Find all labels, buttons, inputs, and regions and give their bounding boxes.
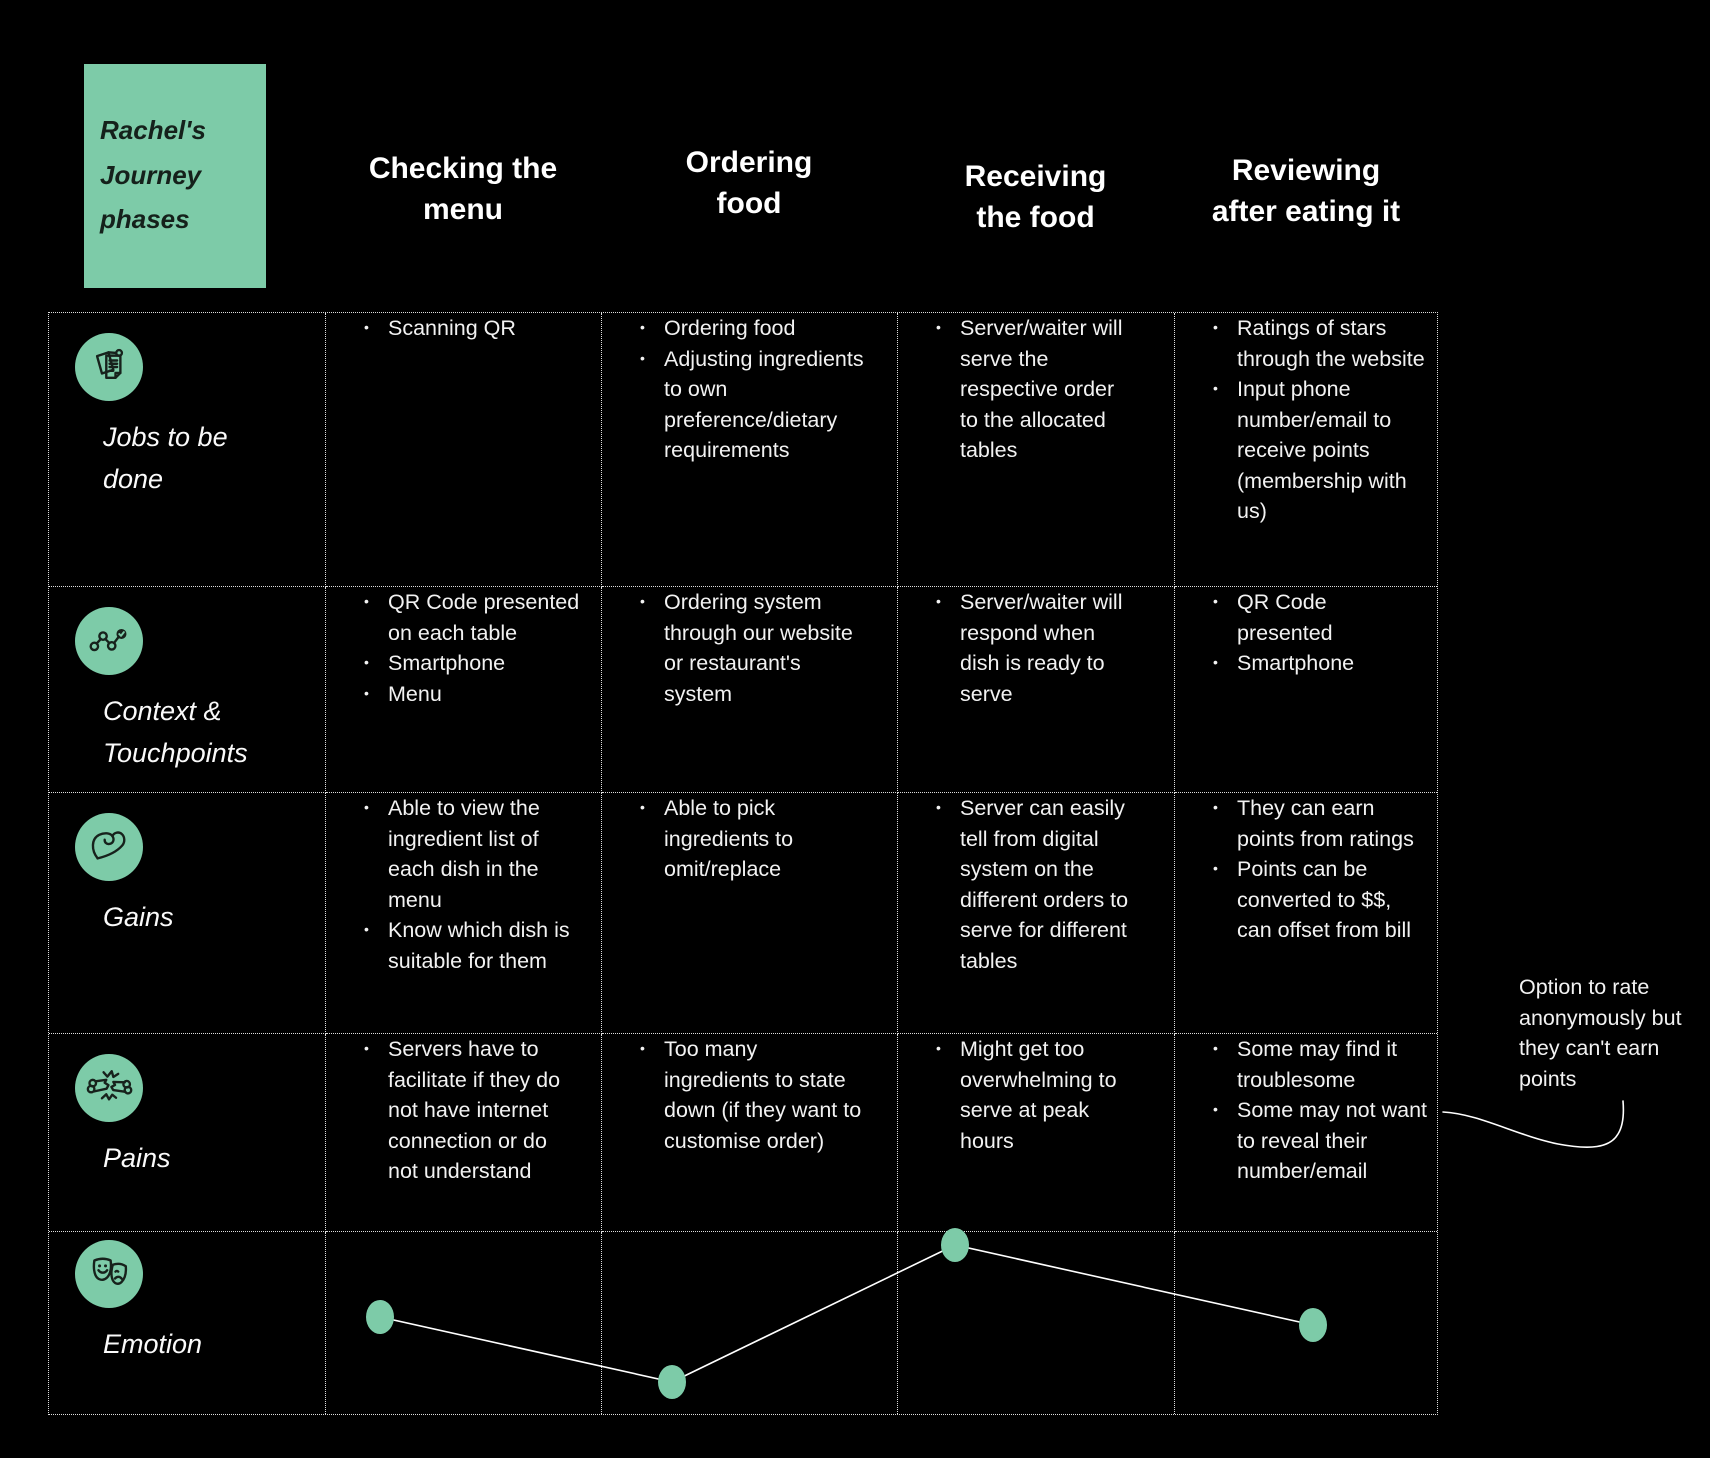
bullet-item: Some may not want to reveal their number…	[1211, 1095, 1427, 1187]
phase-header-ordering-food: Ordering food	[685, 146, 813, 221]
cell-jobs-receiving: Server/waiter will serve the respective …	[898, 313, 1175, 587]
bullet-item: Adjusting ingredients to own preference/…	[638, 344, 887, 466]
cell-jobs-checking: Scanning QR	[326, 313, 602, 587]
journey-phases-box: Rachel's Journey phases	[84, 64, 266, 288]
annotation-note: Option to rate anonymously but they can'…	[1519, 975, 1682, 1091]
broken-bone-icon	[75, 1054, 143, 1122]
bullet-item: Scanning QR	[362, 313, 591, 344]
cell-jobs-reviewing: Ratings of stars through the websiteInpu…	[1175, 313, 1437, 587]
notes-icon	[75, 333, 143, 401]
bullet-item: Server can easily tell from digital syst…	[934, 793, 1164, 976]
cell-context-receiving: Server/waiter will respond when dish is …	[898, 587, 1175, 793]
bullet-item: Able to pick ingredients to omit/replace	[638, 793, 887, 885]
row-header-gains: Gains	[49, 793, 326, 1034]
row-label: Gains	[103, 902, 174, 932]
cell-emotion-ordering	[602, 1232, 898, 1414]
bullet-item: Servers have to facilitate if they do no…	[362, 1034, 591, 1187]
theater-masks-icon	[75, 1240, 143, 1308]
bullet-item: Input phone number/email to receive poin…	[1211, 374, 1427, 527]
bullet-item: Ordering system through our website or r…	[638, 587, 887, 709]
row-label: Context & Touchpoints	[103, 696, 248, 768]
row-header-jobs-to-be-done: Jobs to be done	[49, 313, 326, 587]
cell-context-checking: QR Code presented on each tableSmartphon…	[326, 587, 602, 793]
bullet-item: Know which dish is suitable for them	[362, 915, 591, 976]
annotation-connector-line	[1442, 1100, 1625, 1148]
bullet-item: Ratings of stars through the website	[1211, 313, 1427, 374]
phase-header-checking-the-menu: Checking the menu	[368, 152, 558, 227]
row-header-context-touchpoints: Context & Touchpoints	[49, 587, 326, 793]
cell-emotion-receiving	[898, 1232, 1175, 1414]
cell-context-reviewing: QR Code presentedSmartphone	[1175, 587, 1437, 793]
cell-pains-receiving: Might get too overwhelming to serve at p…	[898, 1034, 1175, 1232]
touchpoints-icon	[75, 607, 143, 675]
row-label: Jobs to be done	[103, 422, 228, 494]
bicep-icon	[75, 813, 143, 881]
cell-gains-receiving: Server can easily tell from digital syst…	[898, 793, 1175, 1034]
cell-pains-ordering: Too many ingredients to state down (if t…	[602, 1034, 898, 1232]
cell-context-ordering: Ordering system through our website or r…	[602, 587, 898, 793]
bullet-item: Menu	[362, 679, 591, 710]
bullet-item: Might get too overwhelming to serve at p…	[934, 1034, 1164, 1156]
bullet-item: Too many ingredients to state down (if t…	[638, 1034, 887, 1156]
row-label: Emotion	[103, 1329, 203, 1359]
cell-gains-checking: Able to view the ingredient list of each…	[326, 793, 602, 1034]
journey-table: Jobs to be done Scanning QR Ordering foo…	[48, 312, 1438, 1415]
cell-emotion-checking	[326, 1232, 602, 1414]
bullet-item: Some may find it troublesome	[1211, 1034, 1427, 1095]
bullet-item: QR Code presented on each table	[362, 587, 591, 648]
bullet-item: Able to view the ingredient list of each…	[362, 793, 591, 915]
row-header-emotion: Emotion	[49, 1232, 326, 1414]
cell-emotion-reviewing	[1175, 1232, 1437, 1414]
bullet-item: QR Code presented	[1211, 587, 1427, 648]
bullet-item: They can earn points from ratings	[1211, 793, 1427, 854]
journey-phases-title: Rachel's Journey phases	[100, 115, 206, 235]
cell-pains-reviewing: Some may find it troublesomeSome may not…	[1175, 1034, 1437, 1232]
bullet-item: Server/waiter will respond when dish is …	[934, 587, 1164, 709]
row-header-pains: Pains	[49, 1034, 326, 1232]
cell-jobs-ordering: Ordering foodAdjusting ingredients to ow…	[602, 313, 898, 587]
bullet-item: Ordering food	[638, 313, 887, 344]
phase-header-reviewing-after-eating-it: Reviewing after eating it	[1211, 154, 1401, 229]
bullet-item: Smartphone	[1211, 648, 1427, 679]
cell-pains-checking: Servers have to facilitate if they do no…	[326, 1034, 602, 1232]
phase-header-receiving-the-food: Receiving the food	[964, 160, 1107, 235]
bullet-item: Server/waiter will serve the respective …	[934, 313, 1164, 466]
bullet-item: Smartphone	[362, 648, 591, 679]
cell-gains-ordering: Able to pick ingredients to omit/replace	[602, 793, 898, 1034]
bullet-item: Points can be converted to $$, can offse…	[1211, 854, 1427, 946]
row-label: Pains	[103, 1143, 171, 1173]
cell-gains-reviewing: They can earn points from ratingsPoints …	[1175, 793, 1437, 1034]
